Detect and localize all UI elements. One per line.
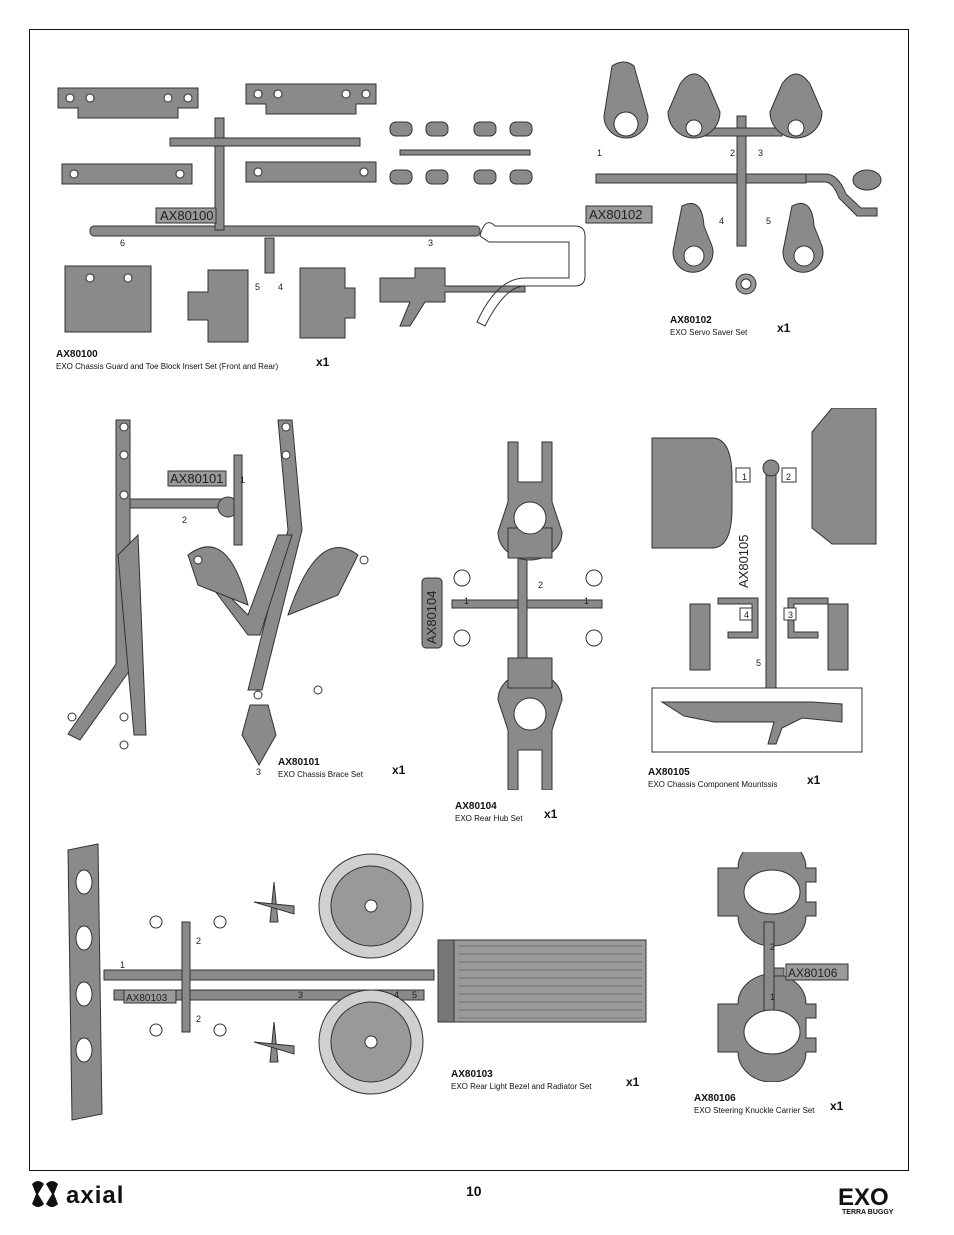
part-quantity: x1 [626, 1075, 640, 1089]
svg-text:EXO: EXO [838, 1184, 889, 1211]
svg-text:AX80106: AX80106 [788, 966, 838, 980]
svg-text:AX80100: AX80100 [160, 208, 214, 223]
svg-text:5: 5 [255, 282, 260, 292]
svg-text:4: 4 [278, 282, 283, 292]
svg-text:3: 3 [428, 238, 433, 248]
part-ax80105: AX80105 EXO Chassis Component Mountssis [648, 767, 777, 790]
axial-logo: axial [30, 1178, 165, 1210]
part-description: EXO Chassis Brace Set [278, 770, 363, 779]
part-description: EXO Rear Hub Set [455, 814, 523, 823]
part-description: EXO Chassis Component Mountssis [648, 780, 778, 789]
exo-terra-buggy-logo: EXO TERRA BUGGY [836, 1183, 912, 1217]
part-description: EXO Servo Saver Set [670, 328, 748, 337]
svg-text:2: 2 [786, 472, 791, 482]
part-quantity: x1 [316, 355, 330, 369]
svg-text:AX80101: AX80101 [170, 471, 224, 486]
svg-text:2: 2 [182, 515, 187, 525]
sprue-ax80105-image: AX80105 1 2 4 3 5 [632, 408, 880, 764]
svg-text:AX80103: AX80103 [126, 993, 168, 1004]
part-code: AX80101 [278, 757, 320, 768]
page-frame [29, 29, 909, 1171]
svg-text:2: 2 [538, 580, 543, 590]
part-quantity: x1 [544, 807, 558, 821]
svg-text:3: 3 [256, 767, 261, 777]
svg-text:axial: axial [66, 1182, 124, 1209]
svg-text:3: 3 [758, 148, 763, 158]
part-description: EXO Chassis Guard and Toe Block Insert S… [56, 362, 279, 371]
svg-text:2: 2 [770, 942, 775, 952]
svg-text:2: 2 [196, 936, 201, 946]
part-ax80102: AX80102 EXO Servo Saver Set [670, 315, 747, 338]
svg-text:2: 2 [730, 148, 735, 158]
svg-text:3: 3 [788, 610, 793, 620]
part-code: AX80103 [451, 1069, 493, 1080]
svg-text:1: 1 [584, 596, 589, 606]
part-ax80103: AX80103 EXO Rear Light Bezel and Radiato… [451, 1069, 592, 1092]
sprue-ax80100-image: AX80100 6 3 5 4 [50, 78, 590, 350]
svg-text:5: 5 [756, 658, 761, 668]
part-description: EXO Steering Knuckle Carrier Set [694, 1106, 815, 1115]
svg-text:6: 6 [120, 238, 125, 248]
svg-text:AX80105: AX80105 [736, 535, 751, 589]
part-description: EXO Rear Light Bezel and Radiator Set [451, 1082, 592, 1091]
svg-text:1: 1 [742, 472, 747, 482]
svg-text:5: 5 [766, 216, 771, 226]
svg-text:5: 5 [412, 990, 417, 1000]
part-quantity: x1 [392, 763, 406, 777]
part-code: AX80106 [694, 1093, 736, 1104]
sprue-ax80103-image: AX80103 1 2 2 3 4 5 [64, 842, 654, 1122]
part-ax80104: AX80104 EXO Rear Hub Set [455, 801, 523, 824]
svg-text:AX80104: AX80104 [424, 591, 439, 645]
svg-text:4: 4 [394, 990, 399, 1000]
part-quantity: x1 [777, 321, 791, 335]
part-ax80100: AX80100 EXO Chassis Guard and Toe Block … [56, 349, 278, 372]
svg-text:1: 1 [770, 992, 775, 1002]
svg-text:4: 4 [719, 216, 724, 226]
sprue-ax80101-image: AX80101 1 2 3 [58, 415, 398, 783]
part-code: AX80102 [670, 315, 712, 326]
svg-text:1: 1 [120, 960, 125, 970]
svg-text:TERRA BUGGY: TERRA BUGGY [842, 1209, 894, 1216]
sprue-ax80104-image: AX80104 2 1 1 [412, 438, 612, 790]
part-quantity: x1 [807, 773, 821, 787]
page-number: 10 [466, 1183, 482, 1199]
svg-text:1: 1 [597, 148, 602, 158]
svg-text:AX80102: AX80102 [589, 207, 643, 222]
part-code: AX80100 [56, 349, 98, 360]
part-code: AX80104 [455, 801, 497, 812]
svg-text:1: 1 [464, 596, 469, 606]
part-quantity: x1 [830, 1099, 844, 1113]
part-ax80106: AX80106 EXO Steering Knuckle Carrier Set [694, 1093, 815, 1116]
sprue-ax80102-image: AX80102 1 2 3 4 5 [582, 56, 892, 300]
sprue-ax80106-image: AX80106 2 1 [712, 852, 852, 1082]
svg-text:1: 1 [240, 475, 245, 485]
part-code: AX80105 [648, 767, 690, 778]
svg-text:3: 3 [298, 990, 303, 1000]
svg-text:2: 2 [196, 1014, 201, 1024]
part-ax80101: AX80101 EXO Chassis Brace Set [278, 757, 363, 780]
svg-text:4: 4 [744, 610, 749, 620]
